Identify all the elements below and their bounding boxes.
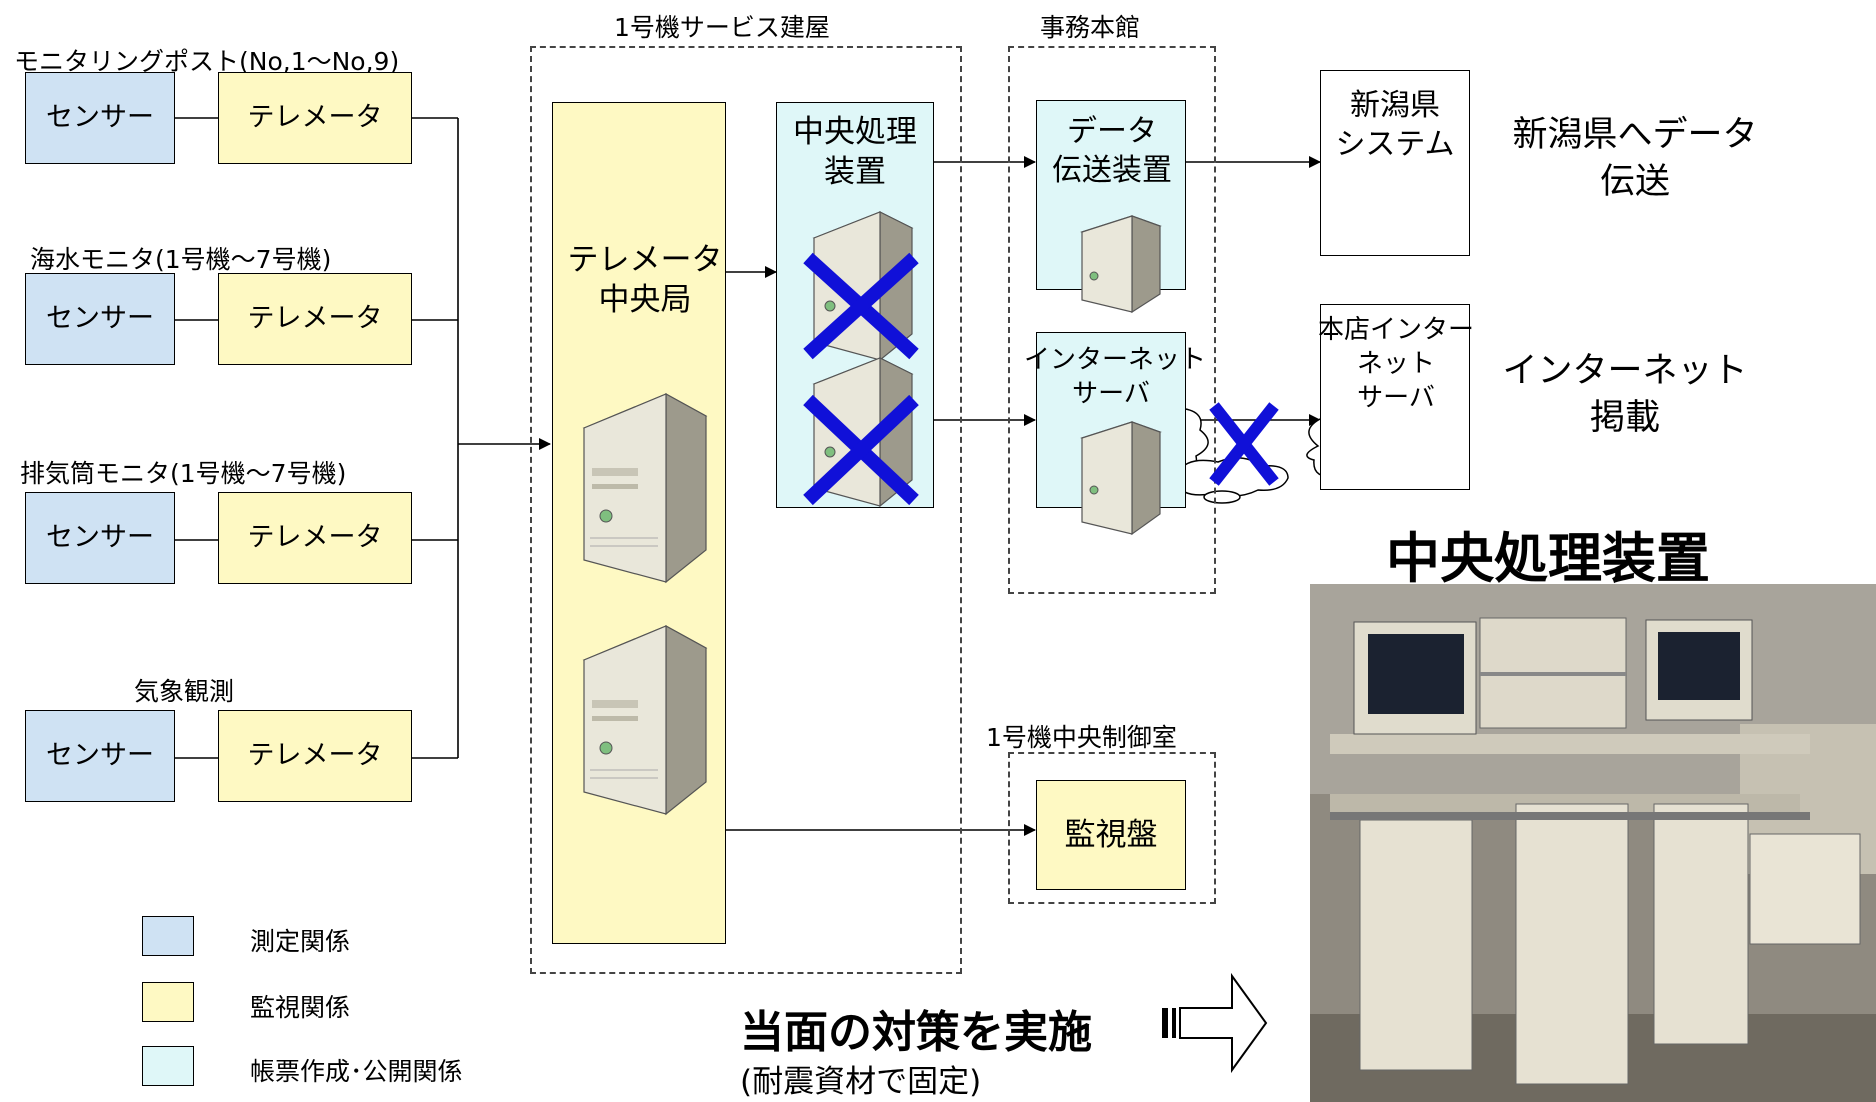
legend-label: 測定関係	[250, 927, 351, 956]
photo-title: 中央処理装置	[1386, 527, 1710, 590]
measure-subtitle: (耐震資材で固定)	[740, 1064, 982, 1100]
niigata-caption: 新潟県へデータ 伝送	[1512, 115, 1758, 203]
main-office-frame	[1008, 46, 1216, 594]
telemeter-label: テレメータ	[247, 740, 383, 772]
group-label-stack: 排気筒モニタ(1号機～7号機)	[20, 459, 347, 488]
telemeter-label: テレメータ	[247, 102, 383, 134]
hq-internet-server-label: 本店インター ネット サーバ	[1317, 315, 1474, 413]
control-room-label: 1号機中央制御室	[986, 723, 1177, 752]
sensor-label: センサー	[46, 102, 154, 134]
internet-caption: インターネット 掲載	[1502, 351, 1748, 439]
cross-mark-icon	[803, 394, 919, 506]
service-building-frame	[530, 46, 962, 974]
central-processor-label: 中央処理 装置	[793, 114, 917, 191]
central-processor-photo	[1310, 584, 1876, 1102]
sensor-label: センサー	[46, 303, 154, 335]
telemeter-label: テレメータ	[247, 522, 383, 554]
sensor-box: センサー	[25, 710, 175, 802]
sensor-box: センサー	[25, 492, 175, 584]
main-office-label: 事務本館	[1040, 13, 1141, 42]
legend-swatch-reporting	[142, 1046, 194, 1086]
cross-mark-icon	[1209, 402, 1279, 486]
legend-label: 監視関係	[250, 993, 351, 1022]
cross-mark-icon	[803, 252, 919, 360]
server-icon	[1080, 215, 1162, 314]
hq-internet-server-box	[1320, 304, 1470, 490]
legend-swatch-monitoring	[142, 982, 194, 1022]
monitor-panel-box: 監視盤	[1036, 780, 1186, 890]
data-transmitter-label: データ 伝送装置	[1052, 114, 1172, 188]
measure-title: 当面の対策を実施	[740, 1007, 1092, 1058]
group-label-seawater: 海水モニタ(1号機～7号機)	[30, 245, 332, 274]
telemeter-box: テレメータ	[218, 492, 412, 584]
sensor-box: センサー	[25, 273, 175, 365]
telemeter-box: テレメータ	[218, 710, 412, 802]
server-icon	[1080, 421, 1162, 536]
right-arrow-icon	[1162, 972, 1268, 1074]
control-room-frame	[1008, 752, 1216, 904]
niigata-system-box	[1320, 70, 1470, 256]
server-icon	[582, 624, 708, 816]
group-label-weather: 気象観測	[134, 677, 235, 706]
niigata-system-label: 新潟県 システム	[1335, 88, 1455, 162]
sensor-box: センサー	[25, 72, 175, 164]
telemeter-box: テレメータ	[218, 273, 412, 365]
group-label-monitoring-post: モニタリングポスト(No,1～No,9)	[14, 47, 400, 76]
service-building-label: 1号機サービス建屋	[614, 13, 830, 42]
telemeter-label: テレメータ	[247, 303, 383, 335]
central-station-label: テレメータ 中央局	[567, 242, 723, 319]
server-icon	[582, 392, 708, 584]
sensor-label: センサー	[46, 522, 154, 554]
sensor-label: センサー	[46, 740, 154, 772]
monitor-panel-label: 監視盤	[1064, 816, 1158, 853]
telemeter-box: テレメータ	[218, 72, 412, 164]
legend-label: 帳票作成･公開関係	[250, 1057, 463, 1086]
internet-server-label: インターネット サーバ	[1024, 345, 1207, 409]
legend-swatch-measurement	[142, 916, 194, 956]
